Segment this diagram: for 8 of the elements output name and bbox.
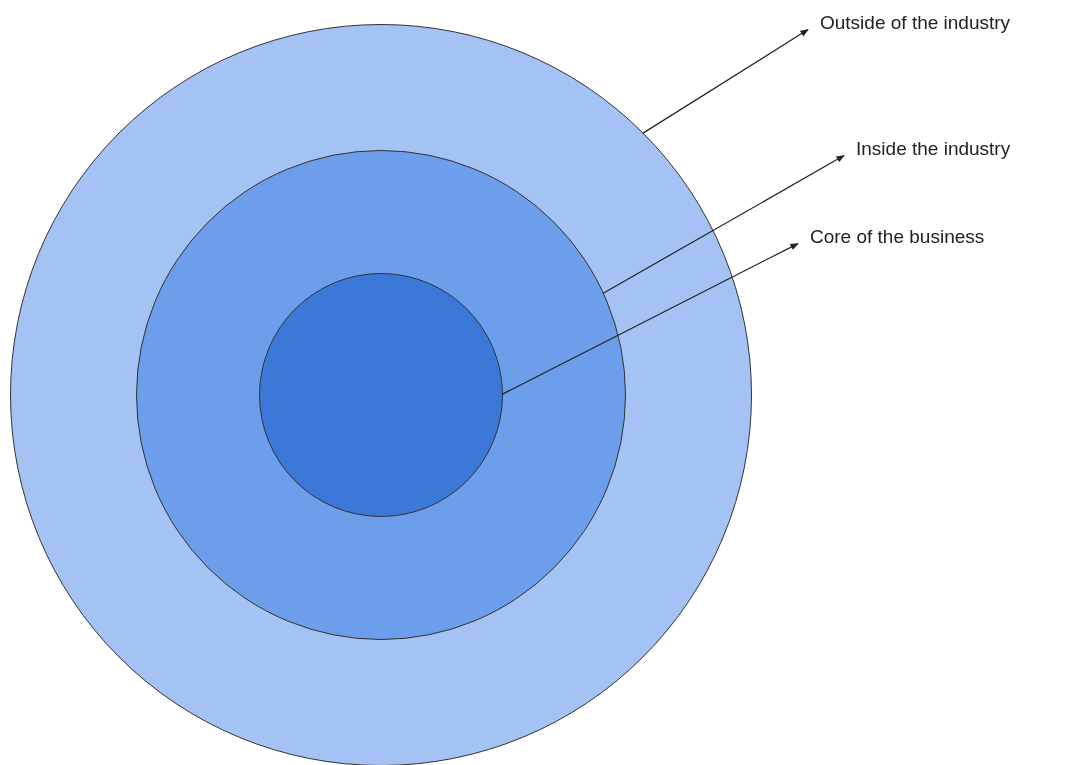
callout-label: Outside of the industry bbox=[820, 12, 1011, 34]
callout-label: Core of the business bbox=[810, 226, 985, 248]
ring-circle bbox=[136, 150, 626, 640]
leader-arrow bbox=[602, 155, 845, 295]
ring-circle bbox=[259, 273, 503, 517]
leader-arrow bbox=[501, 243, 799, 395]
leader-arrow bbox=[642, 29, 809, 134]
callout-label: Inside the industry bbox=[856, 138, 1011, 160]
